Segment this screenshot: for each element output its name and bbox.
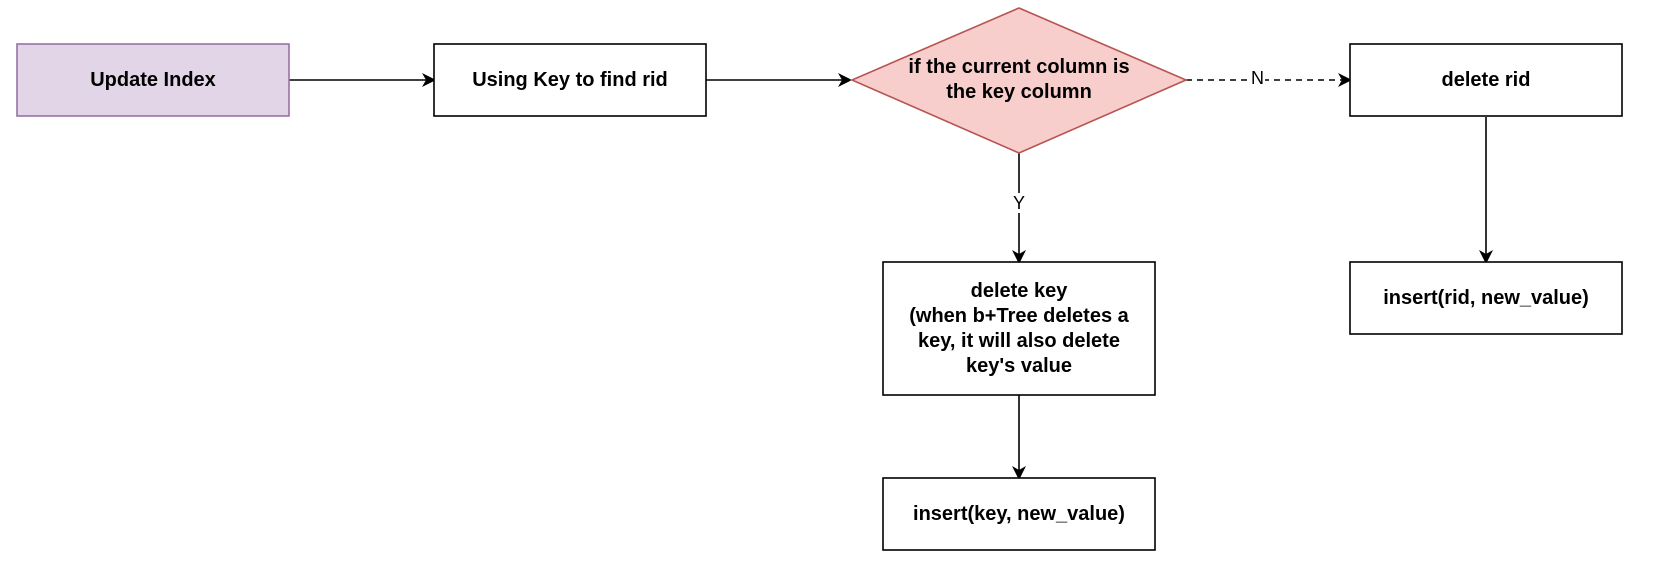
- using-key-box: [433, 43, 707, 117]
- delete-rid-box: [1349, 43, 1623, 117]
- edge-label-no: N: [1250, 68, 1265, 88]
- edge-label-yes: Y: [1012, 193, 1027, 213]
- update-index-box: [16, 43, 290, 117]
- decision-diamond: [849, 7, 1189, 154]
- delete-key-box: [882, 261, 1156, 396]
- insert-key-box: [882, 477, 1156, 551]
- insert-rid-box: [1349, 261, 1623, 335]
